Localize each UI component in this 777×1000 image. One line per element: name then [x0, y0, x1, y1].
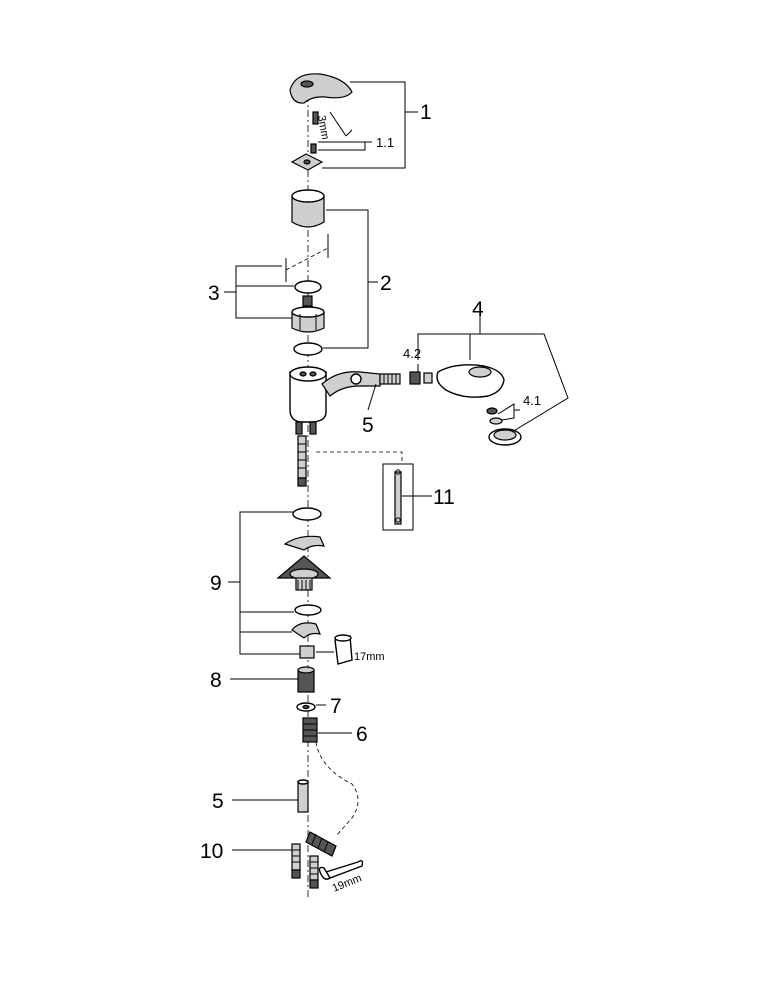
- ring-9: [294, 604, 322, 616]
- hose-end-fitting: [305, 831, 337, 857]
- nut-9: [299, 645, 315, 659]
- supply-hoses-10: [291, 843, 319, 889]
- hose-sleeve-5: [297, 779, 309, 813]
- fixing-pins: [285, 234, 329, 282]
- leader-1: [322, 81, 418, 169]
- label-part-4-2: 4.2: [403, 346, 421, 361]
- leader-3: [224, 265, 294, 319]
- label-part-11: 11: [433, 486, 455, 509]
- leader-2: [323, 209, 378, 349]
- hex-key-size: 3mm: [315, 114, 331, 140]
- cartridge: [291, 295, 325, 333]
- label-part-1: 1: [420, 101, 432, 124]
- valve-insert-8: [297, 666, 315, 693]
- label-part-6: 6: [356, 723, 368, 746]
- socket-wrench-icon: [334, 634, 353, 665]
- label-part-8: 8: [210, 669, 222, 692]
- ring-seal: [294, 280, 322, 294]
- link-to-11: [316, 451, 403, 464]
- label-part-2: 2: [380, 272, 392, 295]
- label-part-10: 10: [200, 840, 223, 863]
- pullout-hose: [315, 741, 359, 837]
- hex-key-icon: [329, 111, 353, 137]
- label-part-1-1: 1.1: [376, 135, 394, 150]
- label-part-5-top: 5: [362, 414, 374, 437]
- supply-hoses-upper: [295, 421, 317, 487]
- open-wrench-icon: [318, 859, 364, 880]
- faucet-body: [289, 366, 381, 423]
- spray-face: [488, 428, 522, 446]
- label-part-4: 4: [472, 298, 484, 321]
- screw-part: [310, 111, 319, 154]
- mounting-plate: [276, 555, 332, 591]
- leader-4: [417, 316, 569, 433]
- adapter-plate: [290, 153, 324, 171]
- washer-7: [296, 702, 316, 712]
- o-ring-9: [292, 507, 322, 521]
- lever-handle: [289, 73, 353, 104]
- spray-insert-41: [486, 407, 503, 425]
- label-part-7: 7: [330, 695, 342, 718]
- leader-5-top: [367, 383, 377, 411]
- leader-1-1: [318, 141, 372, 151]
- half-washer-9: [283, 535, 326, 551]
- leader-4-1: [497, 403, 520, 421]
- socket-size: 17mm: [354, 651, 385, 663]
- label-part-3: 3: [208, 282, 220, 305]
- label-part-5-bottom: 5: [212, 790, 224, 813]
- label-part-4-1: 4.1: [523, 393, 541, 408]
- spring-6: [302, 717, 318, 743]
- part-11-box: [382, 463, 414, 531]
- label-part-9: 9: [210, 572, 222, 595]
- o-ring: [293, 342, 323, 356]
- cover-cap: [291, 189, 325, 228]
- hose-coupling: [379, 371, 433, 385]
- spray-head: [436, 364, 505, 398]
- horseshoe-washer-9: [291, 622, 321, 639]
- leader-9: [228, 511, 300, 655]
